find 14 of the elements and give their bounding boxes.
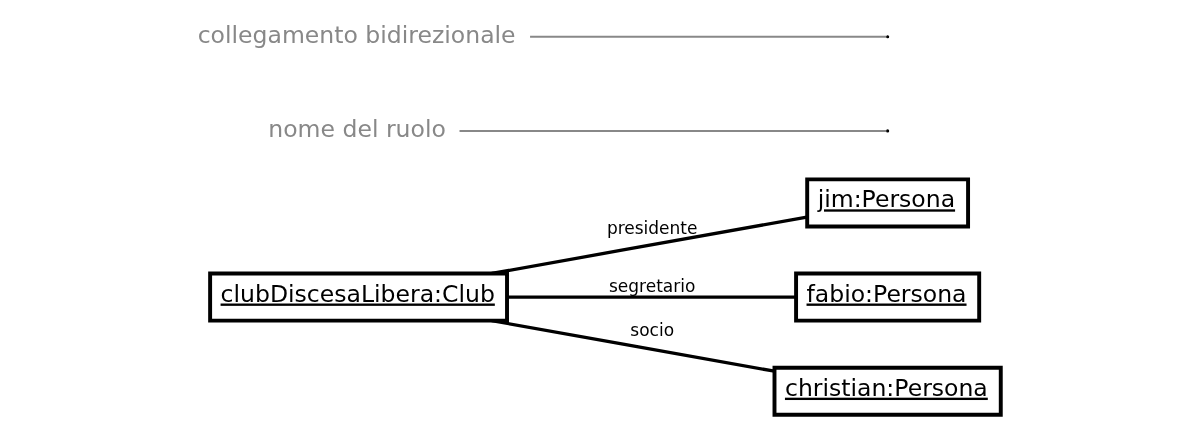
node-text: nome del ruolo <box>268 114 446 143</box>
node-box: clubDiscesaLibera:Club <box>208 271 509 323</box>
edge-label: segretario <box>609 276 696 297</box>
node-box: jim:Persona <box>805 177 971 229</box>
connector <box>458 129 888 132</box>
edge-label: socio <box>630 319 675 340</box>
connector <box>491 215 808 276</box>
node-box: fabio:Persona <box>794 271 982 323</box>
node-box: christian:Persona <box>772 365 1003 417</box>
edge-label: presidente <box>606 217 698 238</box>
connector <box>529 35 888 38</box>
connector <box>507 295 796 299</box>
connector <box>491 319 775 373</box>
node-text: collegamento bidirezionale <box>197 20 516 49</box>
